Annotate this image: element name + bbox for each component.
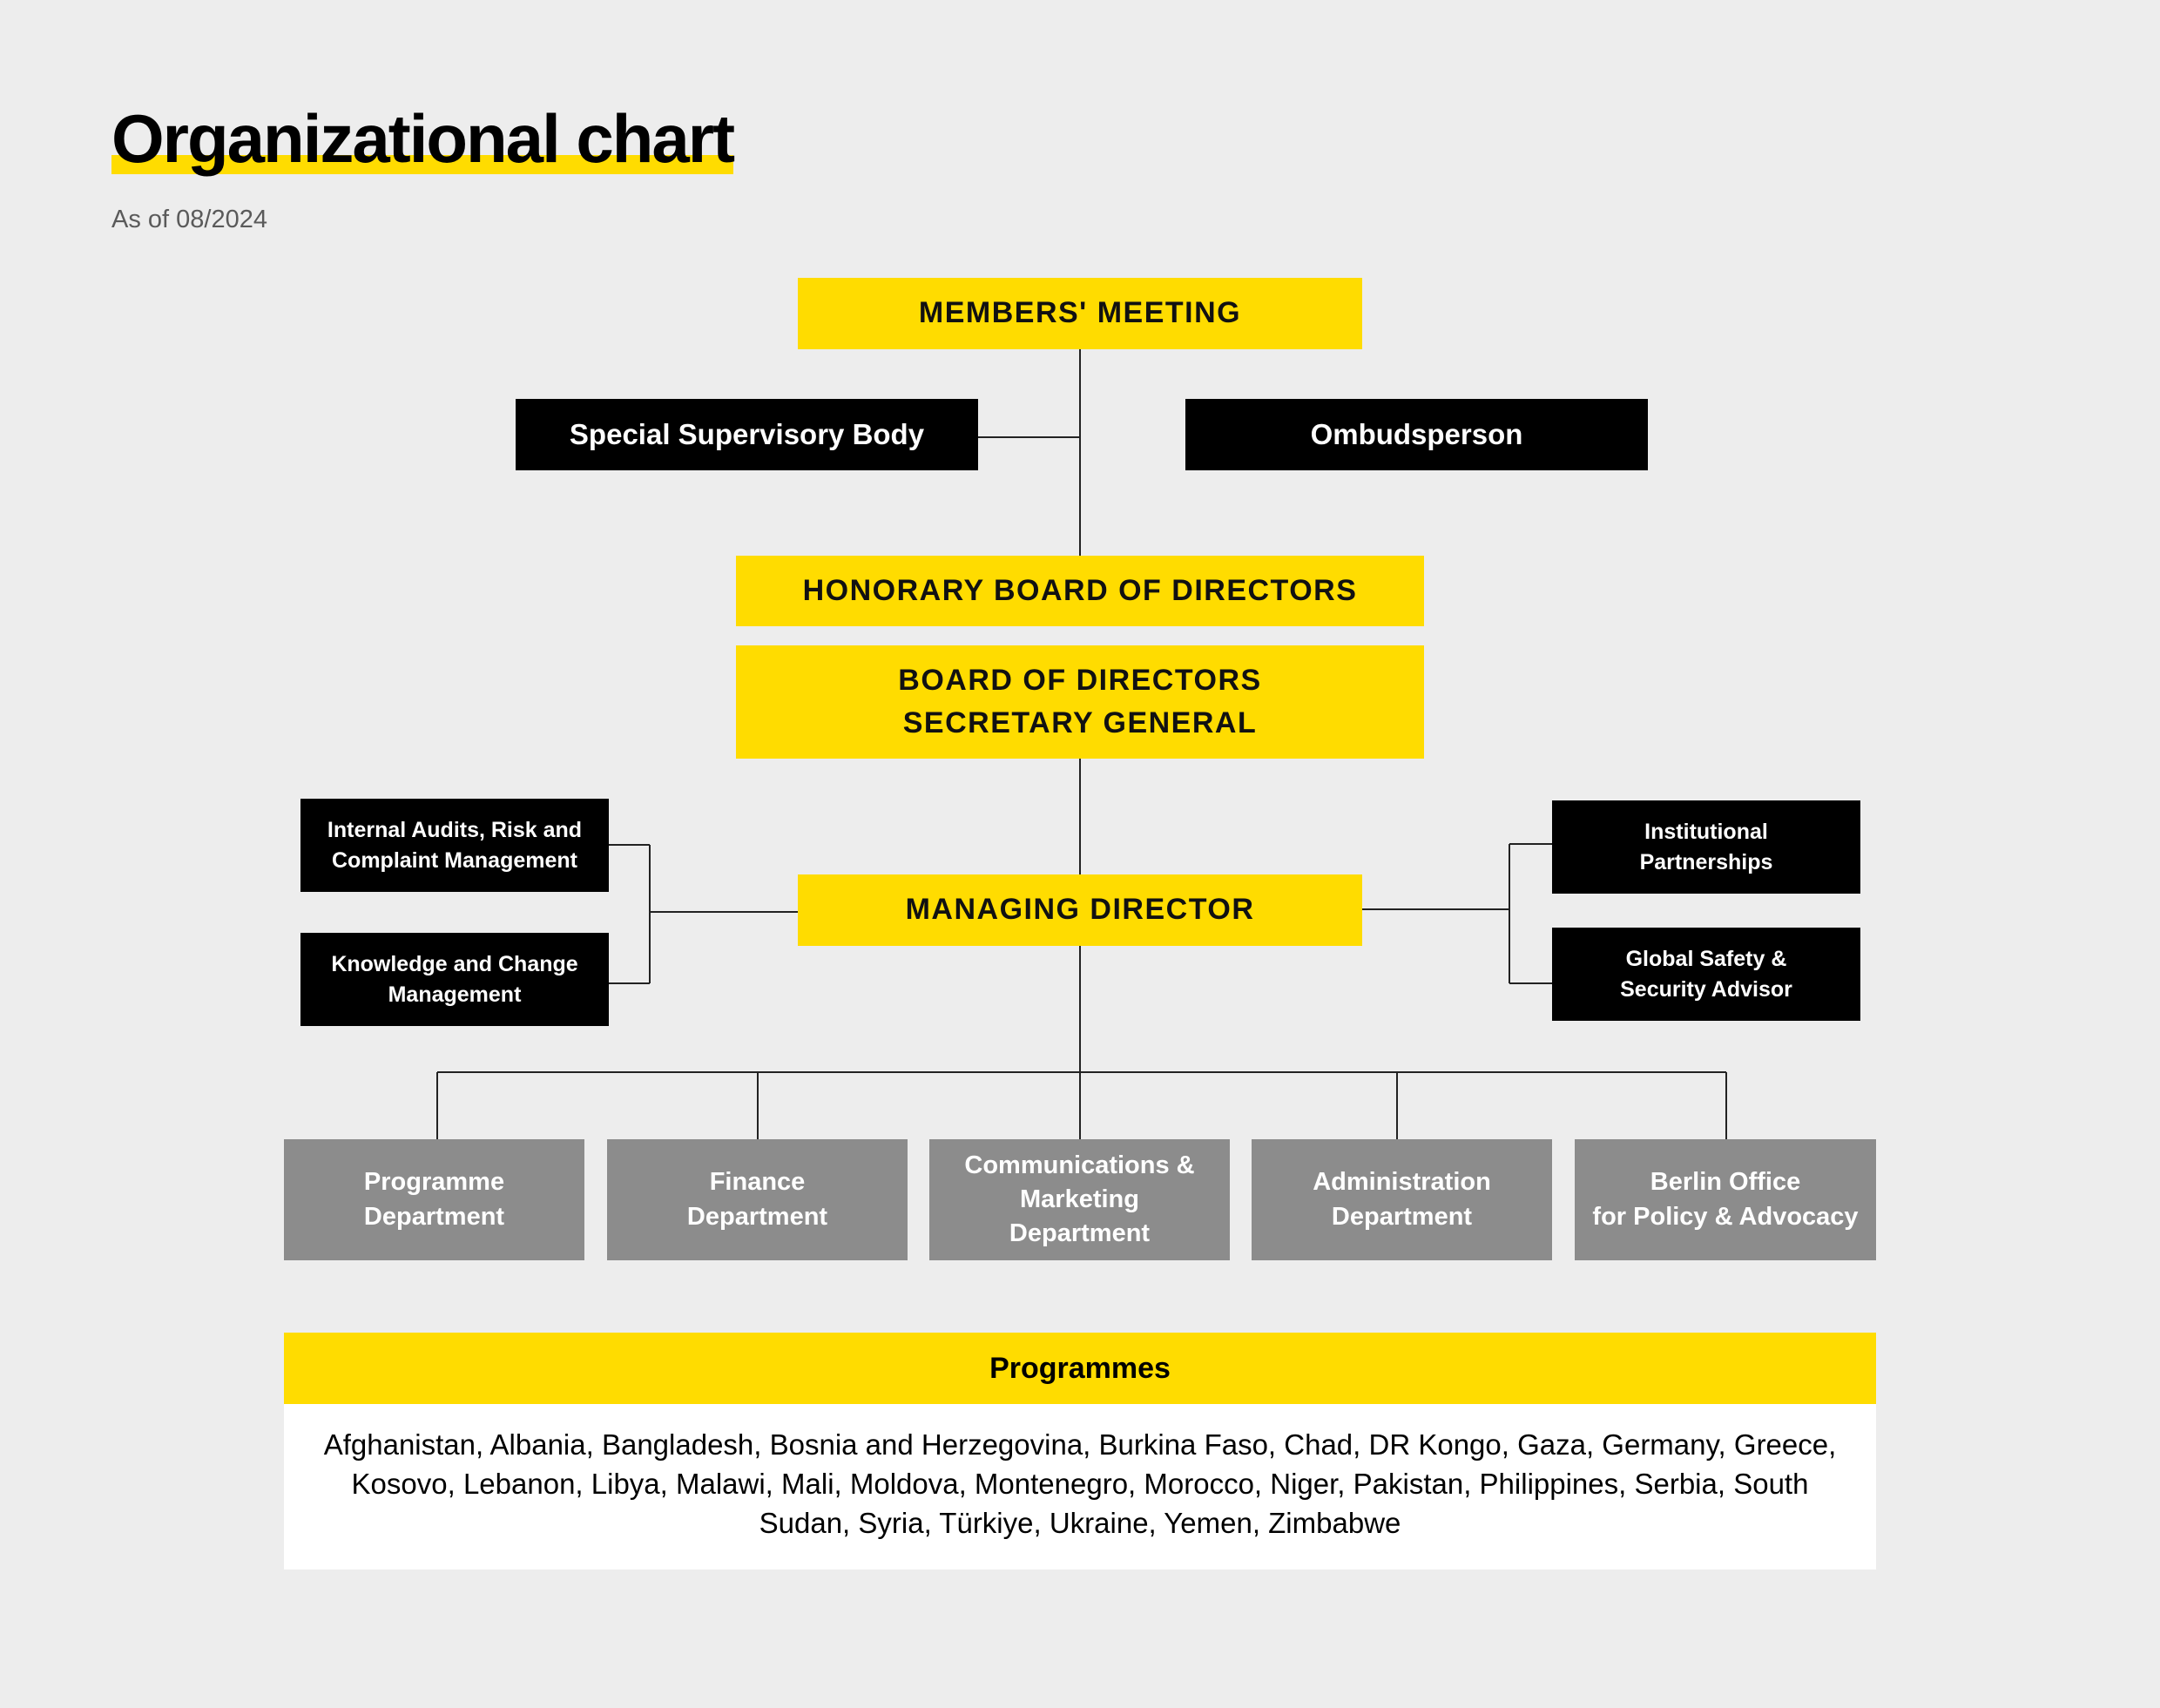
- safety-security-label-line1: Global Safety &: [1625, 946, 1787, 971]
- board-of-directors-node: BOARD OF DIRECTORS SECRETARY GENERAL: [736, 645, 1424, 759]
- department-label-line1: Administration: [1313, 1168, 1491, 1197]
- department-label-line3: Department: [1009, 1219, 1151, 1248]
- institutional-partnerships-label-line1: Institutional: [1644, 819, 1768, 844]
- honorary-board-label: HONORARY BOARD OF DIRECTORS: [802, 573, 1358, 607]
- knowledge-change-label-line2: Management: [388, 982, 522, 1007]
- title-text: Organizational chart: [111, 100, 735, 177]
- department-label-line1: Communications &: [964, 1151, 1195, 1179]
- administration-department-node: Administration Department: [1252, 1139, 1552, 1260]
- communications-department-node: Communications & Marketing Department: [929, 1139, 1230, 1260]
- managing-director-node: MANAGING DIRECTOR: [798, 874, 1362, 946]
- programmes-title: Programmes: [989, 1351, 1171, 1385]
- page-title: Organizational chart: [111, 105, 735, 174]
- knowledge-change-label-line1: Knowledge and Change: [331, 951, 578, 976]
- ombudsperson-label: Ombudsperson: [1310, 418, 1523, 450]
- department-label-line1: Finance: [709, 1168, 806, 1197]
- safety-security-node: Global Safety & Security Advisor: [1552, 928, 1860, 1021]
- secretary-general-label: SECRETARY GENERAL: [902, 706, 1258, 739]
- programmes-country-list: Afghanistan, Albania, Bangladesh, Bosnia…: [284, 1404, 1876, 1570]
- department-label-line1: Programme: [363, 1168, 505, 1197]
- ombudsperson-node: Ombudsperson: [1185, 399, 1648, 470]
- institutional-partnerships-node: Institutional Partnerships: [1552, 800, 1860, 894]
- institutional-partnerships-label-line2: Partnerships: [1639, 849, 1773, 874]
- special-supervisory-body-node: Special Supervisory Body: [516, 399, 978, 470]
- managing-director-label: MANAGING DIRECTOR: [905, 893, 1255, 927]
- department-label-line2: Department: [1331, 1202, 1473, 1231]
- safety-security-label-line2: Security Advisor: [1620, 976, 1792, 1002]
- programmes-header: Programmes: [284, 1333, 1876, 1404]
- date-subtitle: As of 08/2024: [111, 206, 267, 233]
- honorary-board-node: HONORARY BOARD OF DIRECTORS: [736, 556, 1424, 626]
- department-label-line2: Department: [363, 1202, 505, 1231]
- department-label-line2: Marketing: [1020, 1185, 1139, 1213]
- title-highlight: [111, 155, 734, 174]
- knowledge-change-node: Knowledge and Change Management: [300, 933, 609, 1026]
- members-meeting-node: MEMBERS' MEETING: [798, 278, 1362, 349]
- internal-audits-label-line1: Internal Audits, Risk and: [327, 817, 583, 842]
- special-supervisory-body-label: Special Supervisory Body: [569, 418, 925, 450]
- department-label-line2: for Policy & Advocacy: [1592, 1202, 1859, 1231]
- finance-department-node: Finance Department: [607, 1139, 908, 1260]
- department-label-line2: Department: [686, 1202, 828, 1231]
- internal-audits-node: Internal Audits, Risk and Complaint Mana…: [300, 799, 609, 892]
- programme-department-node: Programme Department: [284, 1139, 584, 1260]
- berlin-office-node: Berlin Office for Policy & Advocacy: [1575, 1139, 1876, 1260]
- department-label-line1: Berlin Office: [1650, 1168, 1801, 1197]
- internal-audits-label-line2: Complaint Management: [332, 847, 577, 873]
- board-of-directors-label: BOARD OF DIRECTORS: [898, 663, 1262, 697]
- members-meeting-label: MEMBERS' MEETING: [918, 296, 1242, 330]
